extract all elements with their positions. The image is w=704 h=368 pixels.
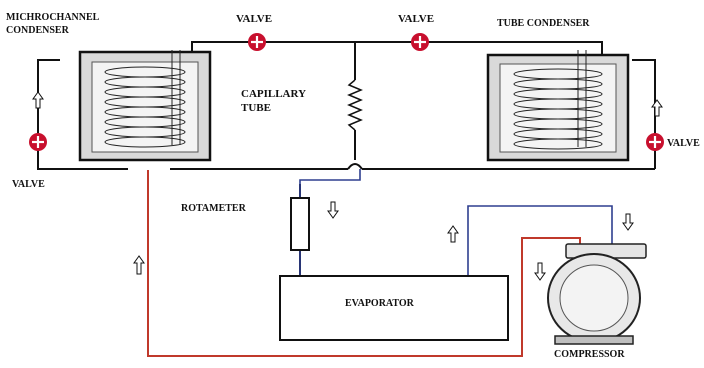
- microchannel-condenser: [78, 50, 212, 162]
- valve-icon: [646, 133, 664, 151]
- valve-top-left-label: VALVE: [236, 13, 272, 25]
- rotameter-label: ROTAMETER: [181, 203, 247, 214]
- valve-right-label: VALVE: [667, 138, 700, 149]
- valve-left-label: VALVE: [12, 179, 45, 190]
- evaporator: [279, 275, 509, 341]
- suction-line-piping: [299, 169, 613, 276]
- tube-condenser: [486, 50, 630, 162]
- flow-down-arrow-icon: [327, 201, 339, 219]
- microchannel-condenser-label-line1: MICHROCHANNEL: [6, 12, 100, 23]
- compressor-label: COMPRESSOR: [554, 349, 625, 360]
- capillary-tube-label-line2: TUBE: [241, 102, 271, 114]
- flow-down-arrow-icon: [622, 213, 634, 231]
- discharge-line-piping: [147, 170, 581, 357]
- valve-icon: [411, 33, 429, 51]
- valve-icon: [248, 33, 266, 51]
- flow-up-arrow-icon: [32, 91, 44, 109]
- condenser-coil: [104, 50, 186, 148]
- valve-icon: [29, 133, 47, 151]
- capillary-tube-label-line1: CAPILLARY: [241, 88, 306, 100]
- flow-up-arrow-icon: [133, 255, 145, 275]
- capillary-tube: [347, 79, 363, 131]
- flow-down-arrow-icon: [534, 262, 546, 281]
- compressor: [547, 243, 647, 345]
- tube-condenser-label: TUBE CONDENSER: [497, 18, 590, 29]
- valve-top-right-label: VALVE: [398, 13, 434, 25]
- rotameter: [290, 197, 310, 251]
- microchannel-condenser-label-line2: CONDENSER: [6, 25, 70, 36]
- flow-up-arrow-icon: [447, 225, 459, 243]
- evaporator-label: EVAPORATOR: [345, 298, 415, 309]
- flow-up-arrow-icon: [651, 99, 663, 117]
- tube-coil: [513, 50, 603, 150]
